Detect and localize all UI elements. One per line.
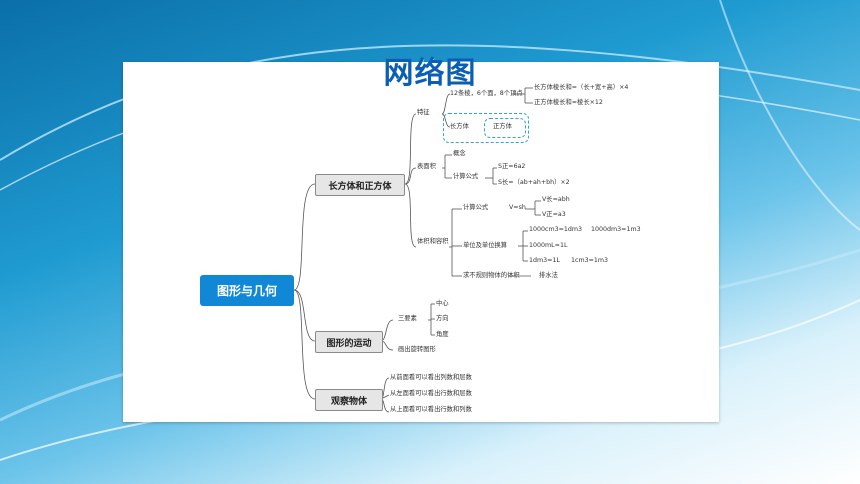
label-v-cube: V正=a3 — [542, 211, 566, 218]
label-v-cuboid: V长=abh — [542, 196, 570, 203]
label-features: 特征 — [417, 109, 430, 116]
label-edges: 12条棱，6个面，8个顶点 — [450, 90, 523, 97]
label-volume-formula: 计算公式 — [463, 204, 489, 211]
node-observe: 观察物体 — [315, 389, 383, 411]
label-front-view: 从前面看可以看出列数和层数 — [390, 374, 472, 381]
label-cube: 正方体 — [493, 123, 512, 130]
label-surface: 表面积 — [417, 163, 436, 170]
label-cube-edge-sum: 正方体棱长和=棱长×12 — [534, 99, 603, 106]
label-cube-surface: S正=6a2 — [498, 163, 526, 170]
label-cuboid-surface: S长=（ab+ah+bh）×2 — [498, 179, 570, 186]
root-node: 图形与几何 — [200, 275, 294, 306]
label-unit-5: 1cm3=1m3 — [571, 257, 609, 264]
label-unit-4: 1dm3=1L — [529, 257, 560, 264]
mindmap-connectors — [293, 87, 541, 413]
dashed-box-inner — [484, 118, 526, 138]
label-volume: 体积和容积 — [417, 238, 449, 245]
label-vsh: V=sh — [509, 204, 526, 211]
label-left-view: 从左面看可以看出行数和层数 — [390, 390, 472, 397]
node-motion: 图形的运动 — [315, 331, 383, 353]
dashed-box-outer — [443, 113, 529, 143]
label-top-view: 从上面看可以看出行数和列数 — [390, 406, 472, 413]
label-units: 单位及单位换算 — [463, 242, 508, 249]
label-unit-3: 1000mL=1L — [529, 242, 568, 249]
label-angle: 角度 — [436, 331, 449, 338]
label-irregular: 求不规则物体的体积 — [463, 272, 520, 279]
label-three-elements: 三要素 — [398, 315, 417, 322]
slide-title: 网络图 — [383, 56, 477, 91]
mindmap-panel: 图形与几何 长方体和正方体 图形的运动 观察物体 特征 12条棱，6个面，8个顶… — [123, 62, 719, 422]
label-surface-formula: 计算公式 — [453, 173, 479, 180]
label-drainage: 排水法 — [539, 272, 558, 279]
label-cuboid-edge-sum: 长方体棱长和=（长+宽+高）×4 — [534, 84, 629, 91]
label-unit-1: 1000cm3=1dm3 — [529, 226, 583, 233]
label-unit-2: 1000dm3=1m3 — [591, 226, 641, 233]
label-center: 中心 — [436, 300, 449, 307]
label-concept: 概念 — [453, 150, 466, 157]
label-cuboid: 长方体 — [450, 123, 469, 130]
node-cuboid-cube: 长方体和正方体 — [315, 174, 405, 196]
label-direction: 方向 — [436, 315, 449, 322]
label-draw-rotation: 画出旋转图形 — [398, 346, 436, 353]
